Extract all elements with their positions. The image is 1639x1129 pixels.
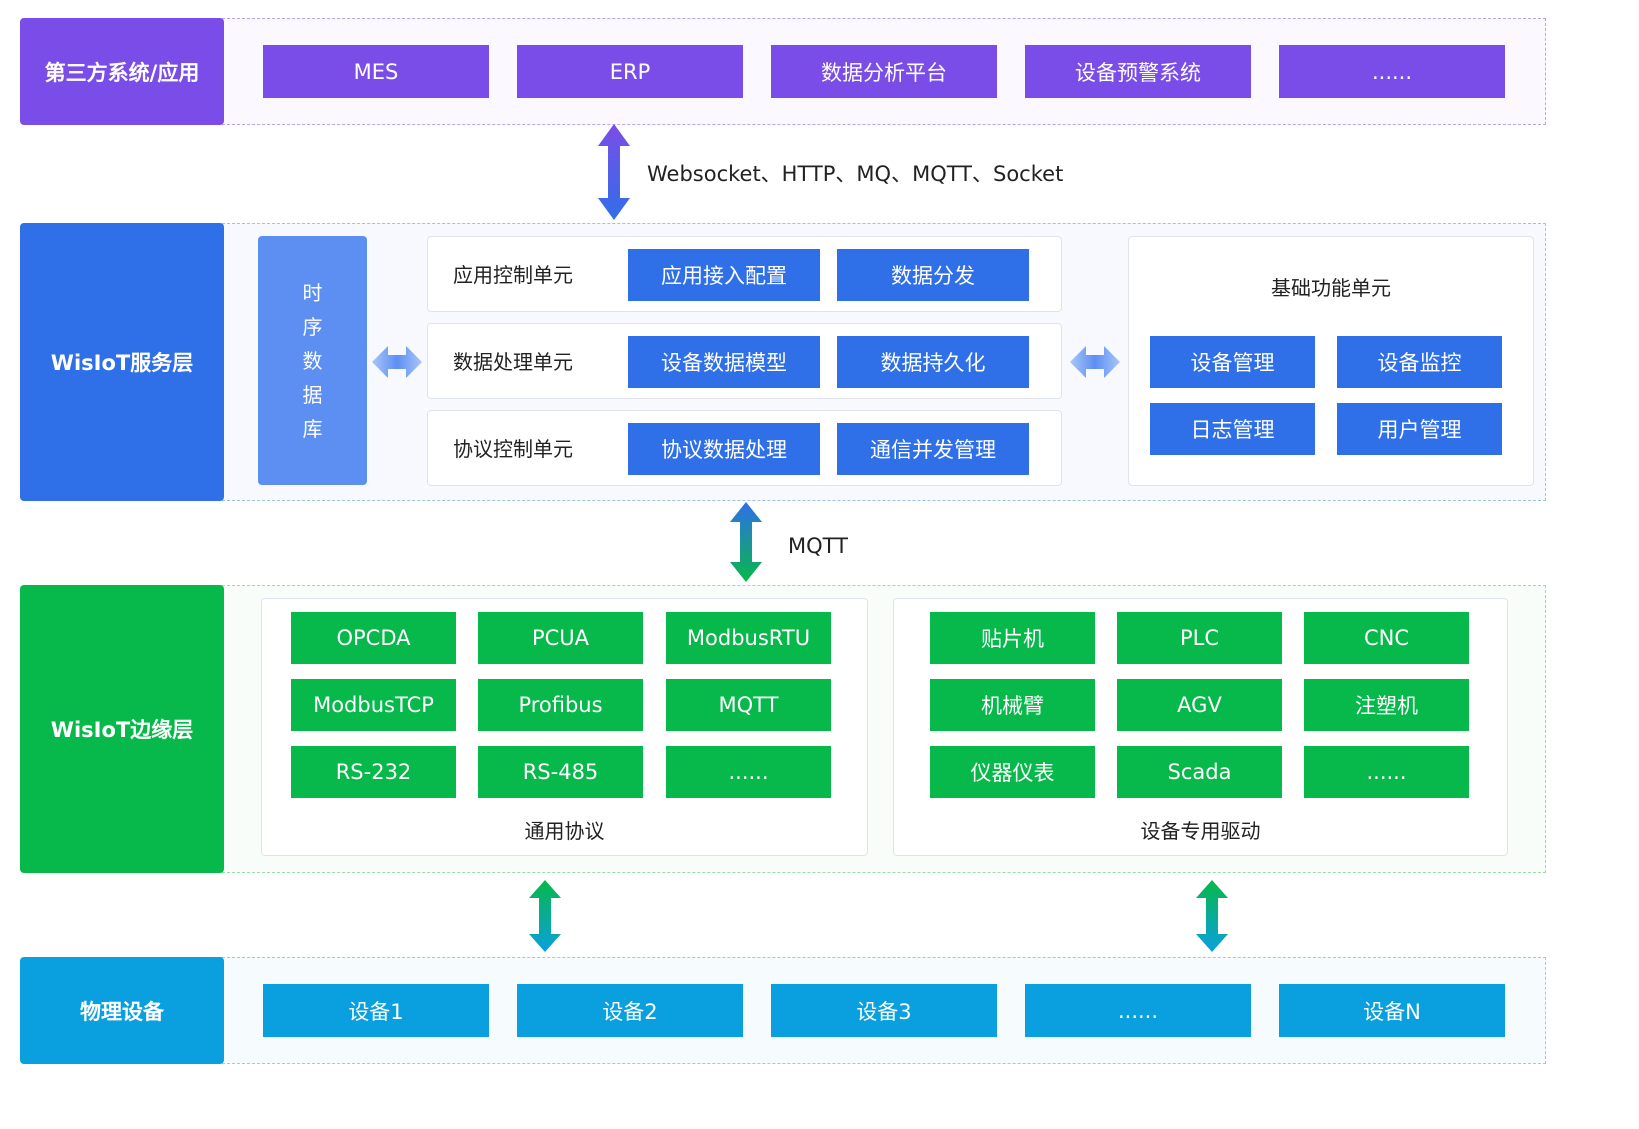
third-party-item: ERP xyxy=(517,45,743,98)
unit-item: 通信并发管理 xyxy=(837,423,1029,475)
timeseries-database-block: 时 序 数 据 库 xyxy=(258,236,367,485)
protocol-item: ModbusRTU xyxy=(666,612,831,664)
unit-item: 数据持久化 xyxy=(837,336,1029,388)
driver-item: 注塑机 xyxy=(1304,679,1469,731)
bidirectional-arrow-icon xyxy=(1196,880,1228,952)
tsdb-char: 据 xyxy=(302,382,323,407)
tsdb-char: 序 xyxy=(302,314,323,339)
third-party-item: 数据分析平台 xyxy=(771,45,997,98)
driver-item: 机械臂 xyxy=(930,679,1095,731)
physical-device-item: 设备N xyxy=(1279,984,1505,1037)
protocol-link-label: Websocket、HTTP、MQ、MQTT、Socket xyxy=(647,162,1064,186)
tsdb-char: 时 xyxy=(302,280,323,305)
driver-item: ...... xyxy=(1304,746,1469,798)
driver-item: PLC xyxy=(1117,612,1282,664)
third-party-item: 设备预警系统 xyxy=(1025,45,1251,98)
third-party-item: ...... xyxy=(1279,45,1505,98)
unit-row-label: 数据处理单元 xyxy=(453,349,573,374)
horizontal-bidirectional-arrow-icon xyxy=(372,346,422,378)
protocol-item: ModbusTCP xyxy=(291,679,456,731)
basic-function-item: 设备监控 xyxy=(1337,336,1502,388)
protocol-item: PCUA xyxy=(478,612,643,664)
protocol-item: RS-485 xyxy=(478,746,643,798)
physical-device-item: 设备2 xyxy=(517,984,743,1037)
unit-row-label: 应用控制单元 xyxy=(453,262,573,287)
physical-layer-label: 物理设备 xyxy=(20,957,224,1064)
driver-item: 仪器仪表 xyxy=(930,746,1095,798)
third-party-layer-label: 第三方系统/应用 xyxy=(20,18,224,125)
service-layer-label: WisIoT服务层 xyxy=(20,223,224,501)
physical-device-item: 设备1 xyxy=(263,984,489,1037)
basic-function-item: 日志管理 xyxy=(1150,403,1315,455)
unit-item: 数据分发 xyxy=(837,249,1029,301)
bidirectional-arrow-icon xyxy=(598,124,630,220)
basic-function-item: 用户管理 xyxy=(1337,403,1502,455)
edge-layer-label: WisIoT边缘层 xyxy=(20,585,224,873)
physical-device-item: ...... xyxy=(1025,984,1251,1037)
protocol-item: ...... xyxy=(666,746,831,798)
unit-item: 协议数据处理 xyxy=(628,423,820,475)
common-protocols-title: 通用协议 xyxy=(524,818,605,843)
bidirectional-arrow-icon xyxy=(529,880,561,952)
unit-row-label: 协议控制单元 xyxy=(453,436,573,461)
physical-device-item: 设备3 xyxy=(771,984,997,1037)
protocol-item: RS-232 xyxy=(291,746,456,798)
basic-function-item: 设备管理 xyxy=(1150,336,1315,388)
unit-item: 设备数据模型 xyxy=(628,336,820,388)
driver-item: 贴片机 xyxy=(930,612,1095,664)
basic-function-title: 基础功能单元 xyxy=(1271,275,1391,300)
device-drivers-title: 设备专用驱动 xyxy=(1140,818,1261,843)
tsdb-char: 库 xyxy=(302,416,323,441)
protocol-item: MQTT xyxy=(666,679,831,731)
unit-item: 应用接入配置 xyxy=(628,249,820,301)
tsdb-char: 数 xyxy=(302,348,323,373)
driver-item: Scada xyxy=(1117,746,1282,798)
third-party-item: MES xyxy=(263,45,489,98)
protocol-item: Profibus xyxy=(478,679,643,731)
mqtt-link-label: MQTT xyxy=(788,534,848,558)
driver-item: CNC xyxy=(1304,612,1469,664)
driver-item: AGV xyxy=(1117,679,1282,731)
bidirectional-arrow-icon xyxy=(730,502,762,582)
protocol-item: OPCDA xyxy=(291,612,456,664)
horizontal-bidirectional-arrow-icon xyxy=(1070,346,1120,378)
